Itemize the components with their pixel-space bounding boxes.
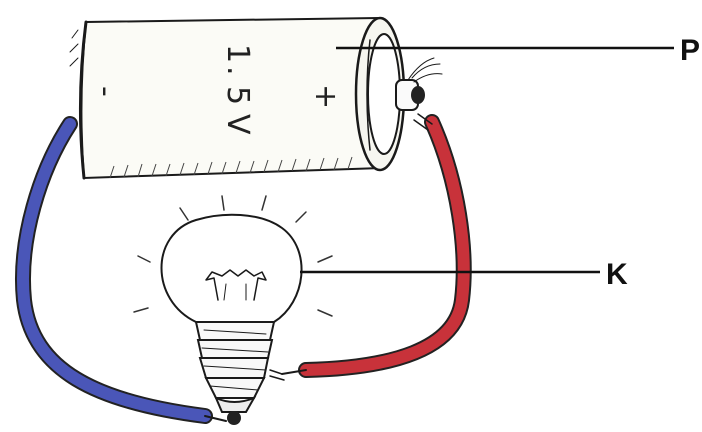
svg-text:5: 5	[220, 86, 255, 105]
label-k: K	[606, 258, 628, 291]
svg-text:1: 1	[220, 44, 255, 63]
battery: 1 . 5 V + -	[70, 18, 442, 178]
svg-text:V: V	[220, 114, 255, 135]
battery-voltage-label: 1 . 5 V	[220, 44, 255, 135]
battery-plus-sign: +	[308, 84, 343, 109]
label-p: P	[680, 34, 700, 67]
svg-text:.: .	[220, 66, 255, 76]
light-bulb	[134, 196, 332, 425]
battery-minus-sign: -	[88, 86, 123, 97]
